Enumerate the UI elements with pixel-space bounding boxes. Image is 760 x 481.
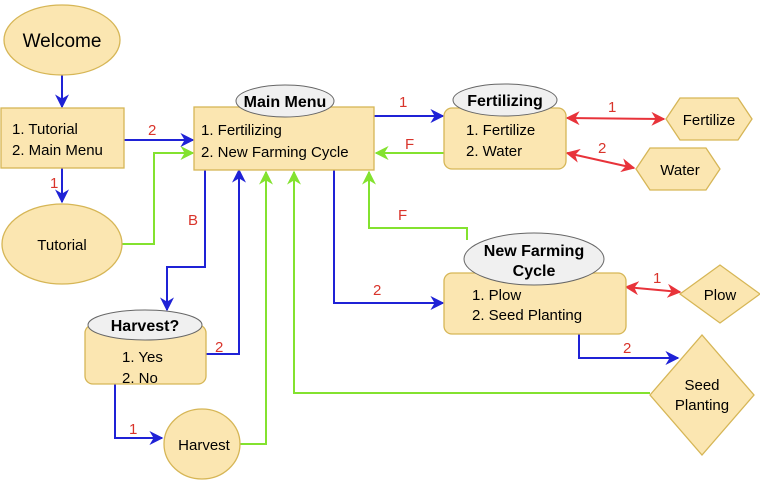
- edge-nfc-to-seed: [578, 334, 680, 365]
- seed-planting-line1: Seed: [684, 377, 719, 394]
- tutorial-label: Tutorial: [37, 237, 86, 254]
- fertilizing-node: 1. Fertilize 2. Water Fertilizing: [443, 83, 567, 170]
- nfc-item-plow: 1. Plow: [472, 287, 521, 304]
- water-node: Water: [635, 147, 721, 191]
- nfc-item-seed-planting: 2. Seed Planting: [472, 307, 582, 324]
- main-menu-item-new-farming-cycle: 2. New Farming Cycle: [201, 144, 349, 161]
- fertilizing-item-water: 2. Water: [466, 143, 522, 160]
- edge-label-nfc-to-seed: 2: [623, 340, 631, 357]
- edge-main-to-nfc: [333, 170, 445, 310]
- edge-label-harvest-no-to-main: 2: [215, 339, 223, 356]
- harvest-node: Harvest: [163, 408, 241, 480]
- edge-label-start-to-tutorial: 1: [50, 175, 58, 192]
- harvest-question-item-no: 2. No: [122, 370, 158, 387]
- edge-nfc-back: [362, 170, 468, 240]
- edge-fert-to-water: [565, 148, 636, 173]
- edge-main-to-harvest: [160, 170, 206, 312]
- seed-planting-line2: Planting: [675, 397, 729, 414]
- welcome-node: Welcome: [3, 4, 121, 76]
- main-menu-item-fertilizing: 1. Fertilizing: [201, 122, 282, 139]
- harvest-label: Harvest: [178, 437, 231, 454]
- edge-label-harvest-yes: 1: [129, 421, 137, 438]
- edge-nfc-to-plow: [624, 281, 682, 298]
- edge-harvest-yes: [114, 384, 164, 445]
- edge-seed-to-main: [287, 170, 650, 394]
- edge-harvest-to-main: [240, 170, 273, 445]
- start-menu-node: 1. Tutorial 2. Main Menu: [0, 107, 125, 169]
- start-menu-item-tutorial: 1. Tutorial: [12, 121, 78, 138]
- plow-label: Plow: [704, 287, 737, 304]
- edge-label-nfc-to-plow: 1: [653, 270, 661, 287]
- main-menu-title: Main Menu: [244, 94, 327, 111]
- seed-planting-node: Seed Planting: [649, 334, 755, 456]
- plow-node: Plow: [678, 264, 760, 324]
- nfc-title-line1: New Farming: [484, 243, 584, 260]
- nfc-title-line2: Cycle: [513, 263, 556, 280]
- start-menu-item-main-menu: 2. Main Menu: [12, 142, 103, 159]
- tutorial-node: Tutorial: [1, 203, 123, 285]
- harvest-question-title: Harvest?: [111, 318, 179, 335]
- edge-label-main-to-nfc: 2: [373, 282, 381, 299]
- harvest-question-item-yes: 1. Yes: [122, 349, 163, 366]
- edge-label-fert-to-water: 2: [598, 140, 606, 157]
- edge-label-fert-to-fertilize: 1: [608, 99, 616, 116]
- edge-label-main-to-harvest: B: [188, 212, 198, 229]
- fertilizing-title: Fertilizing: [467, 93, 543, 110]
- main-menu-node: 1. Fertilizing 2. New Farming Cycle Main…: [193, 84, 375, 171]
- edge-harvest-no-to-main: [206, 168, 246, 355]
- edge-label-main-to-fertilizing: 1: [399, 94, 407, 111]
- fertilizing-item-fertilize: 1. Fertilize: [466, 122, 535, 139]
- water-label: Water: [660, 162, 699, 179]
- fertilize-label: Fertilize: [683, 112, 736, 129]
- welcome-label: Welcome: [23, 31, 102, 52]
- edge-fert-to-fertilize: [565, 111, 666, 126]
- edge-label-nfc-back: F: [398, 207, 407, 224]
- harvest-question-node: 1. Yes 2. No Harvest?: [84, 309, 207, 387]
- edge-tutorial-to-main: [122, 146, 195, 245]
- fertilize-node: Fertilize: [665, 97, 753, 141]
- edge-label-start-to-main: 2: [148, 122, 156, 139]
- new-farming-cycle-node: 1. Plow 2. Seed Planting New Farming Cyc…: [443, 232, 627, 335]
- edge-label-fertilizing-back: F: [405, 136, 414, 153]
